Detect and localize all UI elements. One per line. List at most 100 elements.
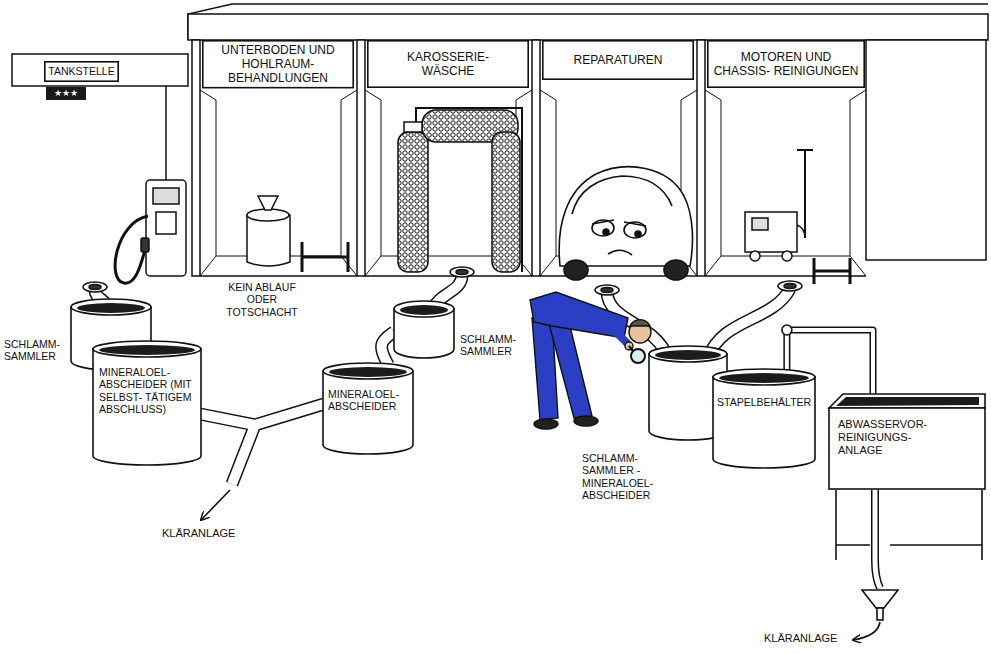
fuel-pump [115, 180, 186, 283]
building [357, 40, 365, 276]
car-wash [398, 132, 428, 272]
tank-contents [329, 367, 407, 377]
tank-rim [323, 363, 413, 379]
pipe-outline [708, 289, 790, 358]
box-border [45, 62, 118, 81]
car-wash [398, 108, 522, 272]
floor-drain [450, 267, 474, 277]
bay-header: KAROSSERIE- WÄSCHE [367, 40, 529, 88]
floor-drain [784, 284, 796, 289]
flow-arrow [853, 622, 880, 640]
plant-front [829, 408, 985, 489]
floor-drain [83, 267, 802, 295]
tank-contents [400, 305, 448, 315]
building [532, 40, 540, 276]
storage-tank: STAPELBEHÄLTER [712, 368, 816, 468]
building [188, 4, 988, 276]
box-border [543, 41, 693, 79]
tank-rim [649, 346, 727, 362]
box-text: MOTOREN UND CHASSIS- REINIGUNGEN [711, 50, 861, 78]
pipe-connector [382, 332, 394, 365]
sludge-trap-outline [393, 300, 455, 358]
bay-header: REPARATUREN [542, 40, 694, 80]
plant-stand [836, 490, 982, 620]
building [365, 90, 532, 276]
bay-header: MOTOREN UND CHASSIS- REINIGUNGEN [707, 40, 865, 88]
outlet-pipe [875, 490, 880, 588]
canister [258, 196, 278, 210]
box-border [708, 41, 864, 87]
tank-rim [93, 341, 201, 357]
mechanic [630, 320, 650, 326]
drain-pipes [95, 275, 880, 588]
steam-cleaner [752, 218, 768, 230]
text-wrap: ABWASSERVOR- REINIGUNGS- ANLAGE [838, 418, 942, 457]
cartoon-car [559, 167, 692, 280]
steam-cleaner [782, 251, 792, 261]
mechanic [604, 320, 628, 344]
text-wrap: KAROSSERIE- WÄSCHE [387, 50, 509, 78]
text-wrap: SCHLAMM- SAMMLER [4, 338, 66, 363]
mechanic [530, 292, 651, 429]
box-border [368, 41, 528, 87]
steam-cleaner [750, 251, 760, 261]
fuel-pump [115, 216, 148, 283]
floor-drain [595, 285, 619, 295]
canister [247, 215, 290, 266]
fuel-pump [156, 212, 176, 234]
building [188, 14, 988, 40]
box-text: MINERALOEL- ABSCHEIDER (MIT SELBST- TÄTI… [99, 366, 195, 416]
lift-marking [302, 242, 348, 272]
floor-drain [601, 288, 613, 293]
floor-drain [83, 282, 107, 292]
tank-rim [71, 299, 151, 315]
gas-station-canopy [12, 54, 188, 180]
fuel-pump [146, 180, 186, 276]
pipe-bore [200, 404, 324, 484]
steam-cleaner [797, 150, 813, 238]
pipe-outline [200, 404, 324, 484]
text-wrap: UNTERBODEN UND HOHLRAUM- BEHANDLUNGEN [206, 43, 350, 85]
canister [247, 209, 289, 221]
gas-station-canopy [165, 86, 167, 180]
pretreatment-plant: ABWASSERVOR- REINIGUNGS- ANLAGE [828, 392, 986, 490]
building [705, 90, 866, 276]
box-text: ABWASSERVOR- REINIGUNGS- ANLAGE [838, 418, 942, 457]
sign-box: TANKSTELLE [44, 61, 119, 82]
box-text: MINERALOEL- ABSCHEIDER [328, 388, 408, 413]
pipe-outline [382, 332, 394, 365]
flow-arrow [201, 490, 230, 520]
box-text: STAPELBEHÄLTER [717, 396, 811, 408]
fuel-pump [153, 188, 179, 204]
destination-label: KLÄRANLAGE [764, 632, 850, 645]
text-wrap: TANKSTELLE [48, 65, 115, 77]
label-text: ★★★ [46, 88, 86, 99]
text-wrap: MOTOREN UND CHASSIS- REINIGUNGEN [711, 50, 861, 78]
car-wash [404, 122, 422, 132]
tank-rim [394, 301, 454, 317]
text-wrap: STAPELBEHÄLTER [717, 396, 811, 408]
cartoon-car [559, 167, 692, 266]
plant-top [829, 394, 985, 408]
label-text: KLÄRANLAGE [764, 632, 850, 645]
cartoon-car [572, 176, 672, 214]
box-text: KAROSSERIE- WÄSCHE [387, 50, 509, 78]
box-border [203, 41, 353, 88]
cartoon-car [664, 260, 688, 280]
tank-contents [77, 303, 145, 313]
steam-cleaner [745, 212, 797, 252]
car-wash [416, 108, 522, 272]
floor-drain [89, 285, 101, 290]
text-wrap: MINERALOEL- ABSCHEIDER (MIT SELBST- TÄTI… [99, 366, 195, 416]
sludge-trap: SCHLAMM- SAMMLER [393, 300, 455, 358]
cartoon-car [635, 231, 641, 237]
mechanic [574, 416, 598, 426]
mechanic [548, 318, 592, 418]
canister [247, 196, 290, 266]
box-text: REPARATUREN [546, 53, 690, 67]
box-heading: SCHLAMM- SAMMLER - MINERALOEL- ABSCHEIDE… [582, 452, 668, 502]
pipe-bore [708, 289, 790, 358]
box-heading: SCHLAMM- SAMMLER [4, 338, 66, 363]
